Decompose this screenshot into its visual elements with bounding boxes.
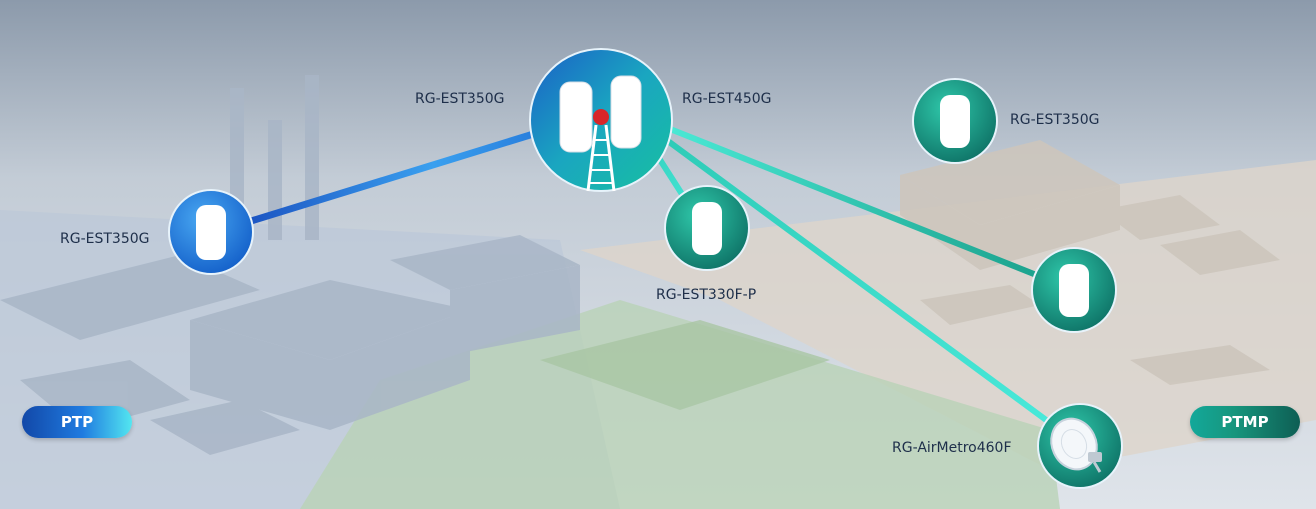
- cpe-device-icon: [559, 81, 593, 153]
- field-plot: [540, 320, 830, 410]
- device-label-tower-left: RG-EST350G: [415, 91, 505, 107]
- ptmp-badge: PTMP: [1190, 406, 1300, 438]
- cpe-device-icon: [692, 202, 722, 255]
- ptmp-link-airmetro: [627, 110, 1083, 448]
- device-label-left-ptp: RG-EST350G: [60, 231, 150, 247]
- cpe-device-icon: [1059, 264, 1089, 317]
- cpe-device-icon: [610, 75, 642, 149]
- device-label-top-right: RG-EST350G: [1010, 112, 1100, 128]
- dish-antenna-icon: [1050, 417, 1102, 473]
- ptmp-node-airmetro[interactable]: [1037, 403, 1123, 489]
- ptmp-node-middle[interactable]: [664, 185, 750, 271]
- ptp-badge: PTP: [22, 406, 132, 438]
- device-label-airmetro: RG-AirMetro460F: [892, 440, 1012, 456]
- ptp-endpoint-node[interactable]: [168, 189, 254, 275]
- tower-node[interactable]: [529, 48, 673, 192]
- cpe-device-icon: [940, 95, 970, 148]
- factory-buildings: [0, 75, 580, 455]
- cpe-device-icon: [196, 205, 226, 260]
- ptmp-node-top-right[interactable]: [912, 78, 998, 164]
- ptmp-node-right[interactable]: [1031, 247, 1117, 333]
- device-label-tower-right: RG-EST450G: [682, 91, 772, 107]
- device-label-middle: RG-EST330F-P: [656, 287, 757, 303]
- tower-icon: [586, 109, 616, 192]
- ptmp-link-right: [627, 110, 1077, 293]
